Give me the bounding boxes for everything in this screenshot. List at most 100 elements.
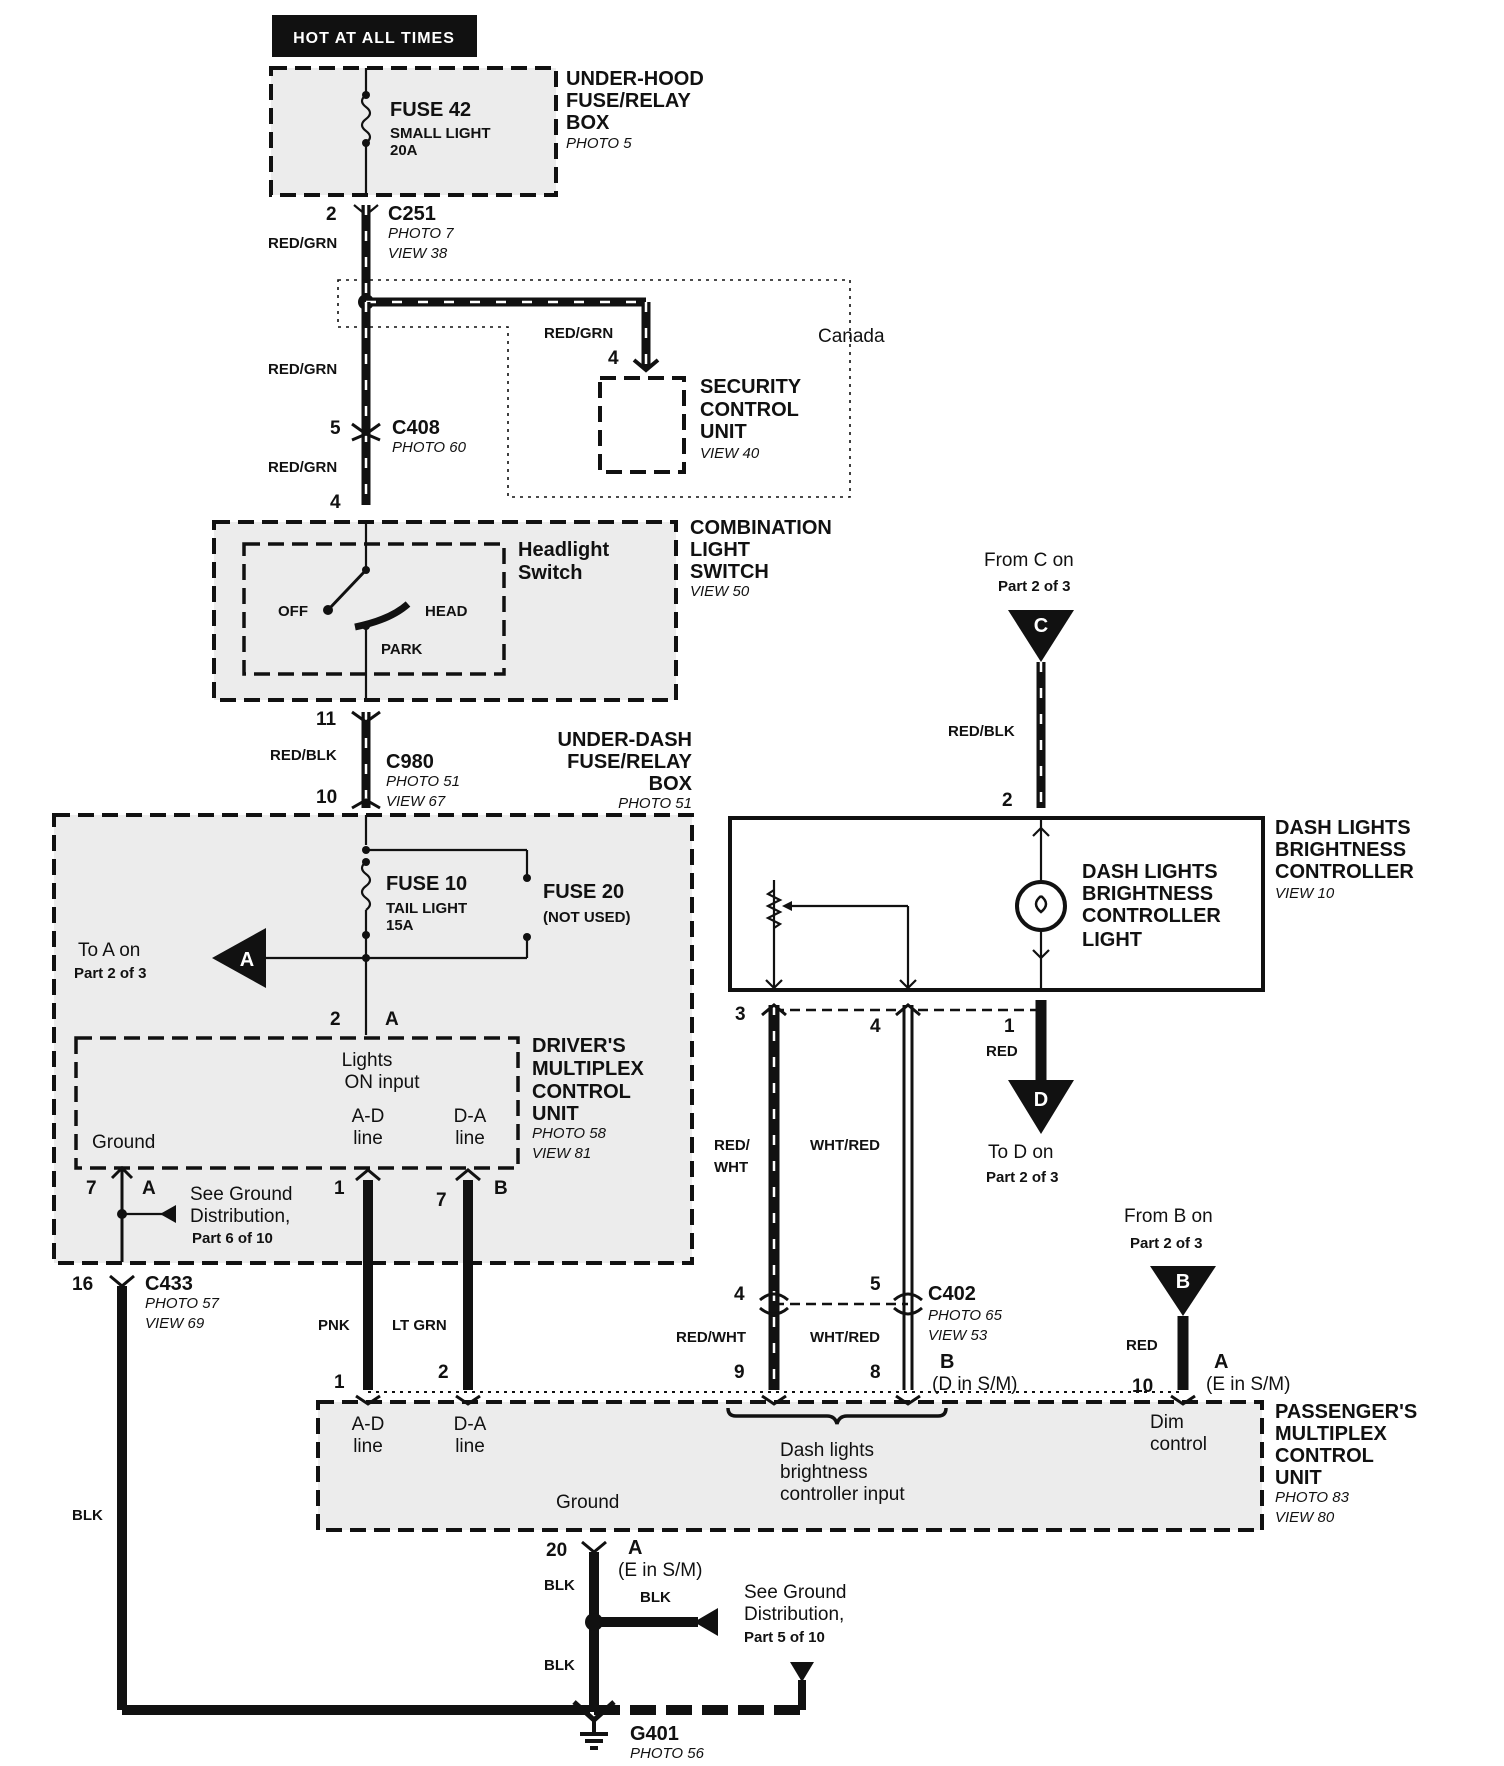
svg-text:20: 20	[546, 1540, 567, 1561]
svg-text:Part 2 of 3: Part 2 of 3	[998, 578, 1071, 595]
svg-text:8: 8	[870, 1362, 881, 1383]
security-control-unit: SECURITY CONTROL UNIT VIEW 40	[598, 376, 802, 474]
svg-text:UNIT: UNIT	[532, 1103, 579, 1125]
svg-text:D: D	[1034, 1089, 1048, 1111]
svg-text:LIGHT: LIGHT	[690, 539, 750, 561]
svg-text:control: control	[1150, 1434, 1207, 1455]
svg-text:PHOTO 51: PHOTO 51	[386, 773, 460, 790]
svg-text:DASH LIGHTS: DASH LIGHTS	[1082, 861, 1218, 883]
svg-text:Distribution,: Distribution,	[744, 1604, 844, 1625]
svg-text:RED/WHT: RED/WHT	[676, 1329, 746, 1346]
drivers-multiplex-control-unit: DRIVER'S MULTIPLEX CONTROL UNIT PHOTO 58…	[74, 1035, 645, 1170]
svg-text:D-A: D-A	[454, 1414, 487, 1435]
svg-text:C402: C402	[928, 1283, 976, 1305]
svg-text:UNIT: UNIT	[700, 421, 747, 443]
driver-pin-2: 2	[330, 1009, 341, 1030]
svg-text:BRIGHTNESS: BRIGHTNESS	[1082, 883, 1213, 905]
svg-text:Lights: Lights	[342, 1050, 393, 1071]
svg-text:VIEW 10: VIEW 10	[1275, 885, 1335, 902]
dash-pin-3: 3	[735, 1004, 746, 1025]
wire-label-blk-1: BLK	[72, 1507, 103, 1524]
svg-text:(NOT USED): (NOT USED)	[543, 909, 631, 926]
driver-data-lines: 1 7 B PNK LT GRN	[318, 1168, 508, 1390]
svg-text:Ground: Ground	[92, 1132, 155, 1153]
connector-c433: 16 C433 PHOTO 57 VIEW 69	[72, 1273, 220, 1332]
svg-text:COMBINATION: COMBINATION	[690, 517, 832, 539]
wire-label-red-blk-1: RED/BLK	[270, 747, 337, 764]
svg-text:4: 4	[330, 492, 341, 513]
svg-text:CONTROL: CONTROL	[1275, 1445, 1374, 1467]
from-b-off-page: From B on Part 2 of 3 B RED	[1124, 1206, 1216, 1390]
svg-text:C980: C980	[386, 751, 434, 773]
svg-text:Part 6 of 10: Part 6 of 10	[192, 1230, 273, 1247]
svg-text:15A: 15A	[386, 917, 414, 934]
svg-text:PASSENGER'S: PASSENGER'S	[1275, 1401, 1417, 1423]
svg-text:PHOTO 7: PHOTO 7	[388, 225, 454, 242]
svg-text:line: line	[353, 1436, 383, 1457]
svg-text:2: 2	[1002, 790, 1013, 811]
fuse-42: FUSE 42 SMALL LIGHT 20A	[360, 68, 491, 195]
svg-text:PHOTO 57: PHOTO 57	[145, 1295, 220, 1312]
driver-pin-a: A	[385, 1009, 399, 1030]
svg-text:LIGHT: LIGHT	[1082, 929, 1142, 951]
svg-text:5: 5	[330, 418, 341, 439]
svg-text:controller input: controller input	[780, 1484, 905, 1505]
svg-text:C408: C408	[392, 417, 440, 439]
svg-text:Switch: Switch	[518, 562, 582, 584]
wire-label-red-grn-4: RED/GRN	[268, 459, 337, 476]
svg-text:FUSE/RELAY: FUSE/RELAY	[566, 90, 692, 112]
svg-text:FUSE/RELAY: FUSE/RELAY	[567, 751, 693, 773]
svg-text:11: 11	[316, 709, 337, 730]
svg-text:To D on: To D on	[988, 1142, 1053, 1163]
svg-text:CONTROL: CONTROL	[700, 399, 799, 421]
svg-text:RED/: RED/	[714, 1137, 751, 1154]
svg-text:PHOTO 51: PHOTO 51	[618, 795, 692, 812]
svg-text:RED: RED	[986, 1043, 1018, 1060]
svg-text:VIEW 80: VIEW 80	[1275, 1509, 1335, 1526]
svg-text:Distribution,: Distribution,	[190, 1206, 290, 1227]
wire-label-red-grn-3: RED/GRN	[268, 361, 337, 378]
svg-text:CONTROLLER: CONTROLLER	[1082, 905, 1221, 927]
svg-text:4: 4	[734, 1284, 745, 1305]
hot-label-box	[272, 15, 477, 57]
passengers-multiplex-control-unit: 1 2 9 8 B (D in S/M) 10 A (E in S/M) PAS…	[316, 1351, 1417, 1532]
svg-text:HEAD: HEAD	[425, 603, 468, 620]
svg-text:VIEW 40: VIEW 40	[700, 445, 760, 462]
svg-text:BRIGHTNESS: BRIGHTNESS	[1275, 839, 1406, 861]
svg-text:LT GRN: LT GRN	[392, 1317, 447, 1334]
svg-text:DRIVER'S: DRIVER'S	[532, 1035, 626, 1057]
canada-region	[337, 279, 851, 498]
svg-text:SWITCH: SWITCH	[690, 561, 769, 583]
underhood-fuse-box: UNDER-HOOD FUSE/RELAY BOX PHOTO 5	[269, 66, 704, 197]
connector-c402: 4 5 C402 PHOTO 65 VIEW 53 RED/WHT WHT/RE…	[676, 1274, 1003, 1346]
svg-text:From C on: From C on	[984, 550, 1074, 571]
svg-text:DASH LIGHTS: DASH LIGHTS	[1275, 817, 1411, 839]
svg-text:A: A	[240, 949, 254, 971]
svg-text:CONTROL: CONTROL	[532, 1081, 631, 1103]
to-a-off-page: A To A on Part 2 of 3	[74, 928, 366, 988]
driver-ground-path: 7 A See Ground Distribution, Part 6 of 1…	[86, 1165, 292, 1262]
svg-text:2: 2	[326, 204, 337, 225]
from-c-off-page: From C on Part 2 of 3 C RED/BLK 2	[948, 550, 1074, 811]
svg-text:BLK: BLK	[544, 1657, 575, 1674]
svg-text:BOX: BOX	[566, 112, 610, 134]
svg-text:PHOTO 5: PHOTO 5	[566, 135, 632, 152]
svg-text:(E in S/M): (E in S/M)	[618, 1560, 702, 1581]
svg-text:SECURITY: SECURITY	[700, 376, 802, 398]
svg-text:Dash lights: Dash lights	[780, 1440, 874, 1461]
dash-controller-wires: RED/ WHT WHT/RED	[714, 1003, 921, 1390]
svg-text:10: 10	[1132, 1376, 1153, 1397]
svg-text:7: 7	[436, 1190, 447, 1211]
svg-text:(E in S/M): (E in S/M)	[1206, 1374, 1290, 1395]
svg-text:G401: G401	[630, 1723, 679, 1745]
svg-text:C: C	[1034, 615, 1048, 637]
svg-text:PHOTO 65: PHOTO 65	[928, 1307, 1003, 1324]
svg-text:VIEW 38: VIEW 38	[388, 245, 448, 262]
svg-text:CONTROLLER: CONTROLLER	[1275, 861, 1414, 883]
dash-lights-brightness-controller: DASH LIGHTS BRIGHTNESS CONTROLLER VIEW 1…	[728, 816, 1414, 992]
dash-pin-4: 4	[870, 1016, 881, 1037]
svg-text:VIEW 81: VIEW 81	[532, 1145, 591, 1162]
svg-text:PHOTO 83: PHOTO 83	[1275, 1489, 1350, 1506]
svg-text:A: A	[1214, 1351, 1228, 1373]
